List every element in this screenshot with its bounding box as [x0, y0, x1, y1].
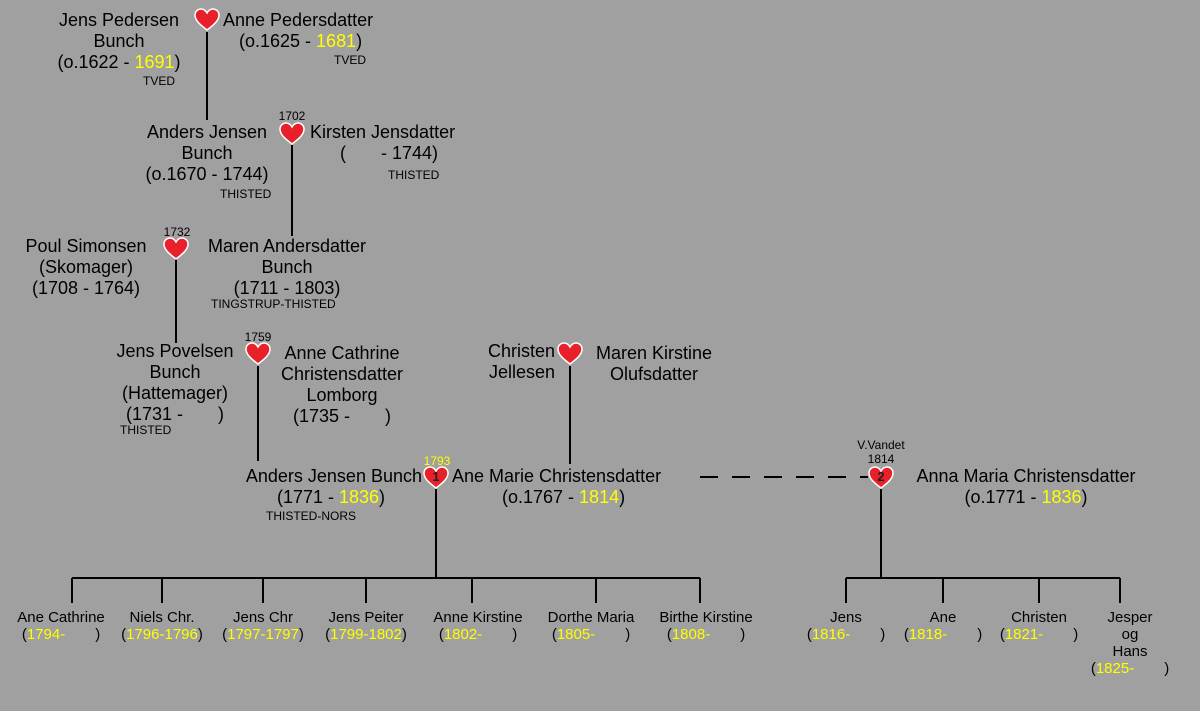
child-niels-chr[interactable]: Niels Chr. (1796-1796) [112, 609, 212, 643]
marriage-year: 1759 [244, 330, 272, 344]
child-name: Dorthe Maria [547, 609, 635, 626]
marriage-year: 1793 [423, 454, 451, 468]
marriage-year: 1702 [278, 109, 306, 123]
birth-year: 1825 [1095, 660, 1130, 677]
death-year: 1836 [339, 487, 380, 507]
marriage-year: 1814 [867, 452, 895, 466]
person-ane-marie-christensdatter[interactable]: Ane Marie Christensdatter (o.1767 - 1814… [452, 466, 662, 507]
child-jens-chr[interactable]: Jens Chr (1797-1797) [213, 609, 313, 643]
person-kirsten-jensdatter[interactable]: Kirsten Jensdatter ( - 1744) [310, 122, 456, 163]
heart-icon [557, 342, 583, 366]
death-year: 1691 [134, 52, 175, 72]
heart-icon: 1 [423, 466, 449, 490]
person-anders-jensen-bunch-1771[interactable]: Anders Jensen Bunch (1771 - 1836) [245, 466, 422, 507]
place-label: TVED [334, 53, 367, 67]
birth-year: 1808 [671, 626, 706, 643]
death-year: 1836 [1041, 487, 1082, 507]
heart-icon [163, 237, 189, 261]
child-dorthe-maria[interactable]: Dorthe Maria (1805-) [536, 609, 646, 643]
child-jens-peiter[interactable]: Jens Peiter (1799-1802) [316, 609, 416, 643]
person-anna-maria-christensdatter[interactable]: Anna Maria Christensdatter (o.1771 - 183… [916, 466, 1136, 507]
birth-year: 1797 [227, 626, 261, 643]
death-year: 1796 [164, 626, 198, 643]
place-label: THISTED [120, 423, 172, 437]
birth-year: 1796 [126, 626, 160, 643]
death-year: 1797 [265, 626, 299, 643]
death-year: 1802 [368, 626, 402, 643]
child-jens[interactable]: Jens (1816-) [796, 609, 896, 643]
person-anders-jensen-bunch-1670[interactable]: Anders Jensen Bunch (o.1670 - 1744) [145, 122, 269, 184]
child-anne-kirstine[interactable]: Anne Kirstine (1802-) [420, 609, 536, 643]
death-year: 1681 [316, 31, 357, 51]
heart-icon [245, 342, 271, 366]
child-name: Jens Peiter [328, 609, 404, 626]
marriage-number: 2 [877, 469, 885, 484]
marriage-number: 1 [432, 469, 440, 484]
birth-year: 1818 [908, 626, 943, 643]
person-poul-simonsen[interactable]: Poul Simonsen (Skomager) (1708 - 1764) [25, 236, 147, 298]
child-ane-cathrine[interactable]: Ane Cathrine (1794-) [2, 609, 120, 643]
marriage-place: V.Vandet [857, 438, 905, 452]
birth-year: 1821 [1004, 626, 1039, 643]
child-christen[interactable]: Christen (1821-) [989, 609, 1089, 643]
child-name-line: og [1121, 626, 1139, 643]
child-name: Christen [1011, 609, 1067, 626]
person-anne-pedersdatter[interactable]: Anne Pedersdatter (o.1625 - 1681) [223, 10, 374, 51]
death-year: 1814 [579, 487, 620, 507]
child-name-line: Jesper [1107, 609, 1153, 626]
child-name: Jens [830, 609, 862, 626]
child-name: Anne Kirstine [433, 609, 523, 626]
child-jesper-og-hans[interactable]: Jesper og Hans (1825-) [1080, 609, 1180, 677]
child-name-line: Hans [1112, 643, 1148, 660]
person-maren-andersdatter-bunch[interactable]: Maren Andersdatter Bunch (1711 - 1803) [207, 236, 367, 298]
person-jens-povelsen-bunch[interactable]: Jens Povelsen Bunch (Hattemager) (1731 -… [116, 341, 234, 424]
heart-icon [279, 122, 305, 146]
child-birthe-kirstine[interactable]: Birthe Kirstine (1808-) [648, 609, 764, 643]
child-name: Niels Chr. [129, 609, 195, 626]
child-ane[interactable]: Ane (1818-) [893, 609, 993, 643]
birth-year: 1816 [811, 626, 846, 643]
child-name: Ane [929, 609, 957, 626]
person-maren-kirstine-olufsdatter[interactable]: Maren Kirstine Olufsdatter [595, 343, 713, 384]
child-name: Ane Cathrine [17, 609, 105, 626]
place-label: TINGSTRUP-THISTED [211, 297, 336, 311]
birth-year: 1794 [26, 626, 61, 643]
person-jens-pedersen-bunch[interactable]: Jens Pedersen Bunch (o.1622 - 1691) [57, 10, 181, 72]
place-label: THISTED [388, 168, 440, 182]
child-name: Jens Chr [232, 609, 294, 626]
heart-icon: 2 [868, 466, 894, 490]
child-name: Birthe Kirstine [659, 609, 753, 626]
birth-year: 1805 [556, 626, 591, 643]
person-anne-cathrine-christensdatter-lomborg[interactable]: Anne Cathrine Christensdatter Lomborg (1… [280, 343, 404, 426]
place-label: THISTED-NORS [266, 509, 356, 523]
birth-year: 1799 [330, 626, 364, 643]
place-label: TVED [143, 74, 176, 88]
person-christen-jellesen[interactable]: Christen Jellesen [487, 341, 555, 382]
heart-icon [194, 8, 220, 32]
marriage-year: 1732 [163, 225, 191, 239]
birth-year: 1802 [443, 626, 478, 643]
place-label: THISTED [220, 187, 272, 201]
